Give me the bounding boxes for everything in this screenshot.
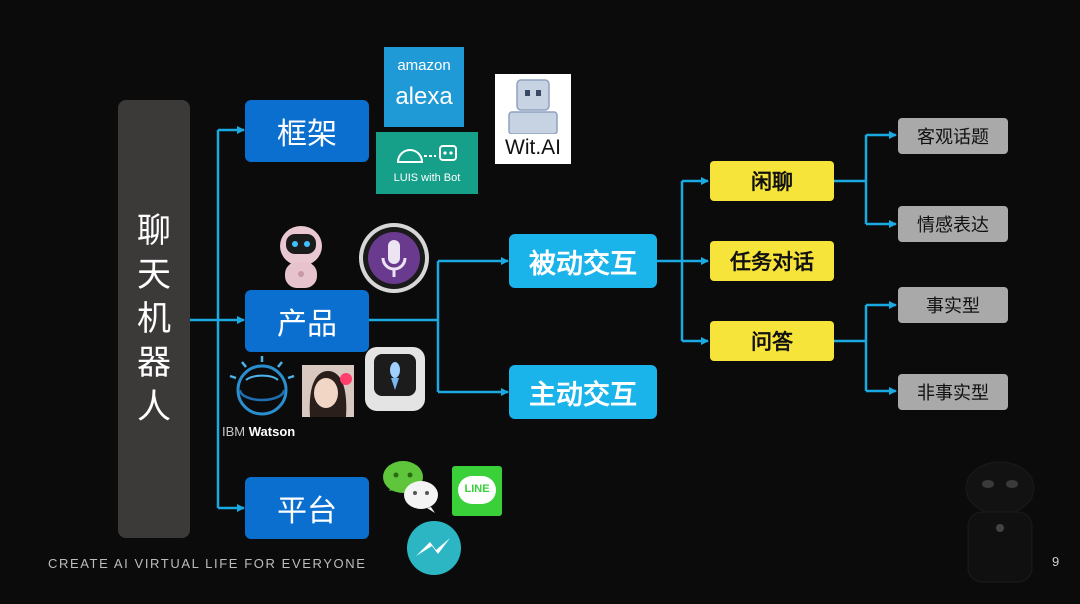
wit-wordmark: Wit.AI	[505, 136, 561, 159]
robot-silhouette-icon	[965, 461, 1035, 583]
chitchat-node: 闲聊	[710, 161, 834, 201]
siri-icon	[359, 223, 429, 293]
smart-speaker-image	[365, 347, 425, 411]
footer-tagline: CREATE AI VIRTUAL LIFE FOR EVERYONE	[48, 556, 367, 571]
non-factual-node: 非事实型	[898, 374, 1008, 410]
alexa-logo: amazon alexa	[384, 47, 464, 127]
pink-robot-image	[280, 226, 322, 288]
platform-node: 平台	[245, 477, 369, 539]
messenger-icon	[407, 521, 461, 575]
wit-robot-icon	[508, 79, 558, 134]
root-char: 天	[137, 255, 171, 295]
luis-bot-icon	[396, 145, 457, 163]
active-interaction-node: 主动交互	[509, 365, 657, 419]
emotion-expression-node: 情感表达	[898, 206, 1008, 242]
wit-ai-logo: Wit.AI	[495, 74, 571, 164]
line-app-logo: LINE	[452, 466, 502, 516]
framework-node: 框架	[245, 100, 369, 162]
amazon-wordmark: amazon	[397, 57, 451, 74]
product-node: 产品	[245, 290, 369, 352]
passive-interaction-node: 被动交互	[509, 234, 657, 288]
line-wordmark: LINE	[464, 483, 490, 495]
task-dialog-node: 任务对话	[710, 241, 834, 281]
objective-topic-node: 客观话题	[898, 118, 1008, 154]
root-char: 器	[137, 343, 171, 383]
qa-node: 问答	[710, 321, 834, 361]
watson-wordmark: Watson	[248, 424, 296, 439]
luis-wordmark: LUIS with Bot	[393, 172, 461, 184]
alexa-wordmark: alexa	[395, 83, 453, 110]
page-number: 9	[1052, 554, 1060, 569]
root-char: 聊	[137, 211, 171, 251]
root-chatbot-node: 聊 天 机 器 人	[118, 100, 190, 538]
ibm-watson-wordmark: IBM Watson	[222, 424, 295, 439]
root-char: 机	[137, 299, 171, 339]
virtual-girl-avatar	[302, 365, 354, 417]
ibm-watson-logo	[229, 356, 295, 416]
ibm-wordmark: IBM	[222, 424, 246, 439]
factual-node: 事实型	[898, 287, 1008, 323]
root-char: 人	[137, 387, 171, 427]
luis-logo: LUIS with Bot	[376, 132, 478, 194]
wechat-icon	[383, 461, 438, 513]
